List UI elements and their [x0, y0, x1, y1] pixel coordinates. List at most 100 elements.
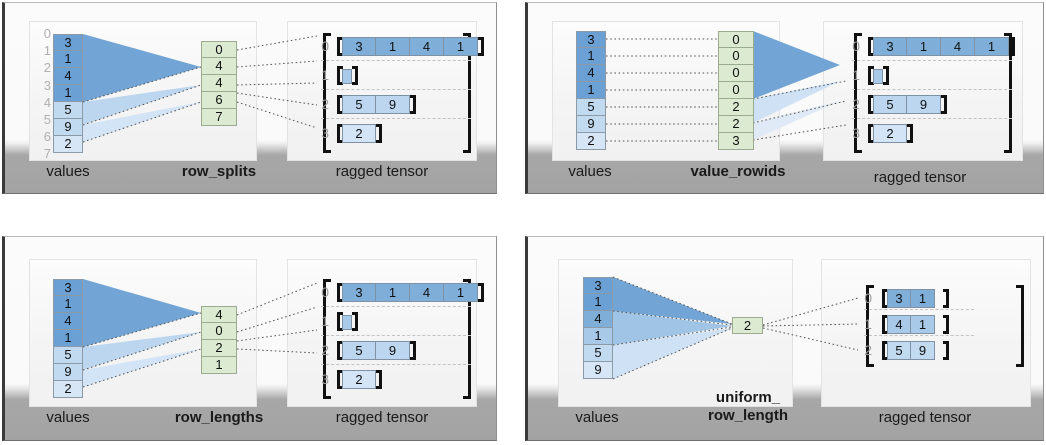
value-rowids-caption: value_rowids — [690, 163, 786, 180]
encoding-cell: 4 — [201, 306, 237, 323]
bracket-open-icon — [882, 341, 888, 360]
ragged-row-separator — [321, 335, 471, 336]
encoding-cell: 4 — [201, 75, 237, 92]
value-cell: 4 — [576, 65, 606, 82]
ragged-cell: 1 — [911, 289, 935, 308]
ragged-row-label: 0 — [321, 38, 329, 54]
bracket-open-icon — [882, 289, 888, 308]
encoding-cell: 2 — [201, 340, 237, 357]
value-index-label: 2 — [43, 60, 51, 76]
value-index-label: 7 — [43, 146, 51, 162]
ragged-cell: 2 — [873, 124, 907, 143]
ragged-row-label: 1 — [852, 67, 860, 83]
ragged-cell: 5 — [342, 95, 376, 114]
ragged-cell: 4 — [887, 315, 911, 334]
value-cell: 1 — [583, 294, 613, 311]
ragged-cell: 2 — [342, 370, 376, 389]
value-cell: 9 — [53, 119, 83, 136]
value-cell: 4 — [53, 68, 83, 85]
outer-bracket-close-icon — [1004, 33, 1012, 153]
connector-overlay-row-splits — [82, 34, 318, 143]
value-index-label: 1 — [43, 43, 51, 59]
bracket-open-icon — [337, 283, 343, 302]
encoding-cell: 2 — [718, 116, 754, 133]
row-splits-caption: row_splits — [181, 163, 257, 180]
value-index-label: 5 — [43, 112, 51, 127]
value-cell: 2 — [576, 133, 606, 150]
encoding-cell: 1 — [201, 357, 237, 374]
bracket-close-icon — [941, 95, 947, 114]
values-caption-row-splits: values — [46, 163, 90, 180]
ragged-cell: 9 — [376, 341, 410, 360]
connector-overlay-row-lengths — [82, 279, 318, 388]
ragged-cell: 9 — [376, 95, 410, 114]
value-cell: 4 — [53, 313, 83, 330]
value-index-label: 3 — [43, 77, 51, 93]
ragged-row-label: 0 — [864, 290, 872, 306]
values-caption-value-rowids: values — [568, 163, 612, 180]
ragged-row-label: 0 — [852, 38, 860, 54]
ragged-cell: 3 — [342, 37, 376, 56]
encoding-cell: 0 — [718, 48, 754, 65]
ragged-cell: 1 — [911, 315, 935, 334]
ragged-cell: 1 — [376, 283, 410, 302]
connector-overlay-uniform-row-length — [612, 276, 859, 380]
bracket-close-icon — [410, 341, 416, 360]
values-caption-uniform-row-length: values — [575, 409, 619, 426]
row-lengths-caption: row_lengths — [174, 409, 264, 426]
encoding-cell: 0 — [718, 82, 754, 99]
bracket-close-icon — [1009, 37, 1015, 56]
bracket-close-icon — [943, 315, 949, 334]
outer-bracket-open-icon — [323, 279, 331, 399]
ragged-cell: 5 — [887, 341, 911, 360]
ragged-cell: 1 — [444, 283, 478, 302]
ragged-cell: 4 — [410, 37, 444, 56]
ragged-row-separator — [321, 89, 471, 90]
ragged-cell: 3 — [342, 283, 376, 302]
connector-overlay-value-rowids — [606, 31, 847, 142]
bracket-open-icon — [337, 66, 343, 85]
value-cell: 1 — [576, 48, 606, 65]
uniform-row-length-caption-line1: uniform_ — [715, 389, 781, 406]
uniform-row-length-column: 2 — [732, 317, 763, 334]
encoding-cell: 2 — [732, 317, 763, 334]
ragged-cell: 3 — [887, 289, 911, 308]
encoding-cell: 2 — [718, 99, 754, 116]
value-cell: 5 — [53, 102, 83, 119]
bracket-open-icon — [337, 124, 343, 143]
outer-bracket-open-icon — [866, 285, 874, 367]
ragged-row-separator — [321, 364, 471, 365]
ragged-row-separator — [321, 118, 471, 119]
value-cell: 1 — [576, 82, 606, 99]
encoding-cell: 4 — [201, 58, 237, 75]
bracket-close-icon — [478, 283, 484, 302]
bracket-close-icon — [376, 370, 382, 389]
value-cell: 3 — [53, 279, 83, 296]
empty-row-cell — [342, 69, 352, 84]
value-index-label: 0 — [43, 26, 51, 41]
value-cell: 9 — [53, 364, 83, 381]
outer-bracket-close-icon — [1016, 285, 1024, 367]
bracket-close-icon — [943, 289, 949, 308]
ragged-row-label: 3 — [852, 125, 860, 141]
uniform-row-length-caption-line2: row_length — [707, 407, 788, 424]
value-cell: 2 — [53, 136, 83, 153]
ragged-row-label: 2 — [852, 96, 860, 112]
ragged-row-label: 3 — [321, 371, 329, 387]
encoding-cell: 6 — [201, 92, 237, 109]
value-cell: 1 — [583, 328, 613, 345]
ragged-row-separator — [852, 60, 1012, 61]
ragged-row-label: 2 — [864, 342, 872, 358]
ragged-cell: 5 — [873, 95, 907, 114]
value-cell: 1 — [53, 85, 83, 102]
